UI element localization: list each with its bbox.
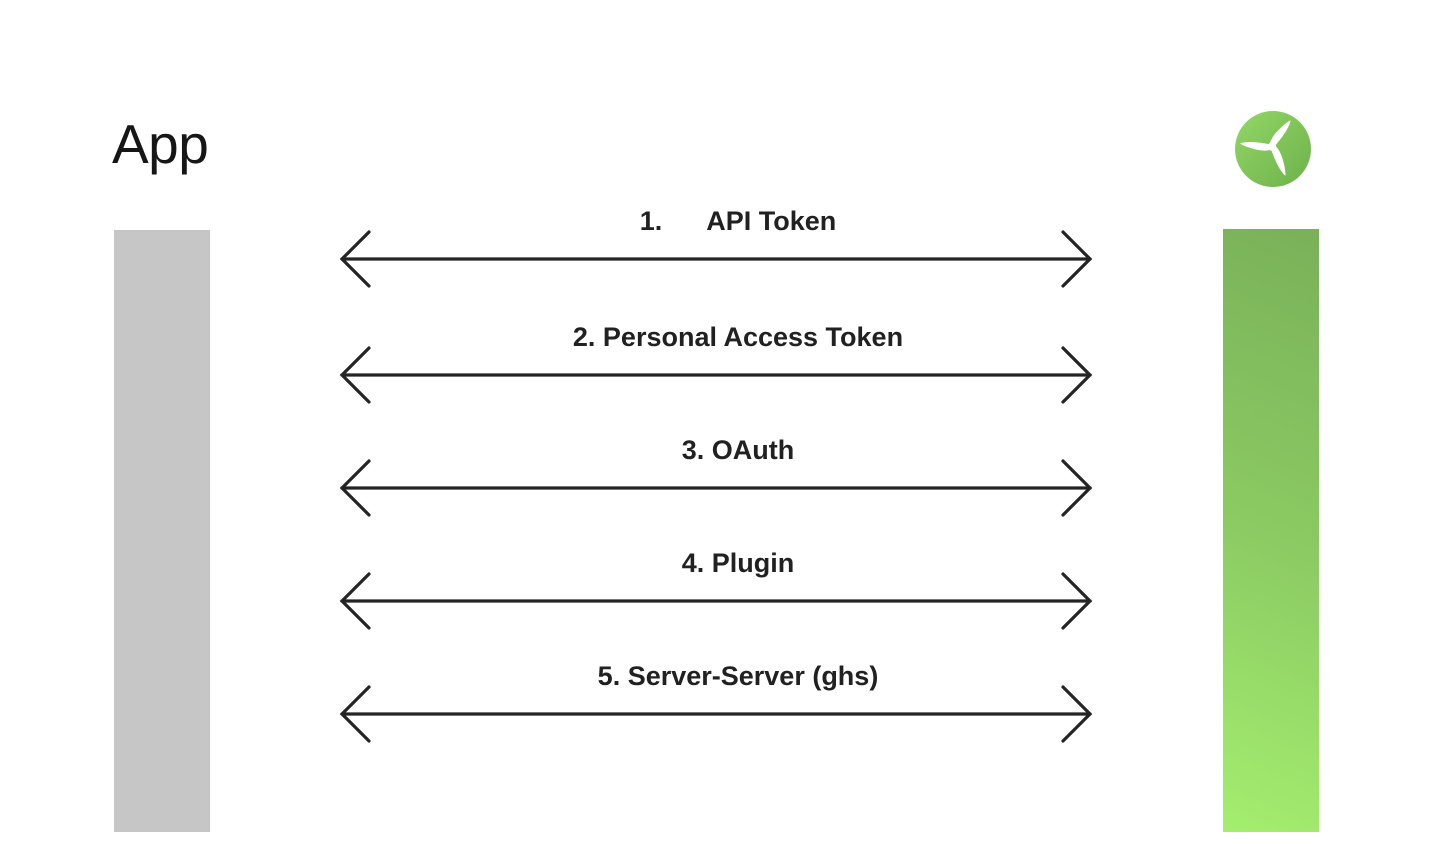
double-headed-arrow xyxy=(339,685,1093,743)
connection-row-plugin: 4. Plugin xyxy=(338,550,1094,662)
double-headed-arrow xyxy=(339,459,1093,517)
double-headed-arrow xyxy=(339,572,1093,630)
connection-row-server-server: 5. Server-Server (ghs) xyxy=(338,663,1094,775)
connection-row-personal-access-token: 2. Personal Access Token xyxy=(338,324,1094,436)
arrow-label: 5. Server-Server (ghs) xyxy=(597,661,879,691)
arrow-label: 4. Plugin xyxy=(681,548,795,578)
arrow-label: 2. Personal Access Token xyxy=(572,322,904,352)
arrow-label: 3. OAuth xyxy=(681,435,795,465)
connection-row-oauth: 3. OAuth xyxy=(338,437,1094,549)
double-headed-arrow xyxy=(339,346,1093,404)
arrow-label: 1. API Token xyxy=(639,206,837,236)
service-lifeline-bar xyxy=(1223,229,1319,832)
connection-row-api-token: 1. API Token xyxy=(338,208,1094,320)
app-label: App xyxy=(112,113,209,175)
app-lifeline-bar xyxy=(114,230,210,832)
wind-turbine-logo-icon xyxy=(1235,111,1311,187)
double-headed-arrow xyxy=(339,230,1093,288)
